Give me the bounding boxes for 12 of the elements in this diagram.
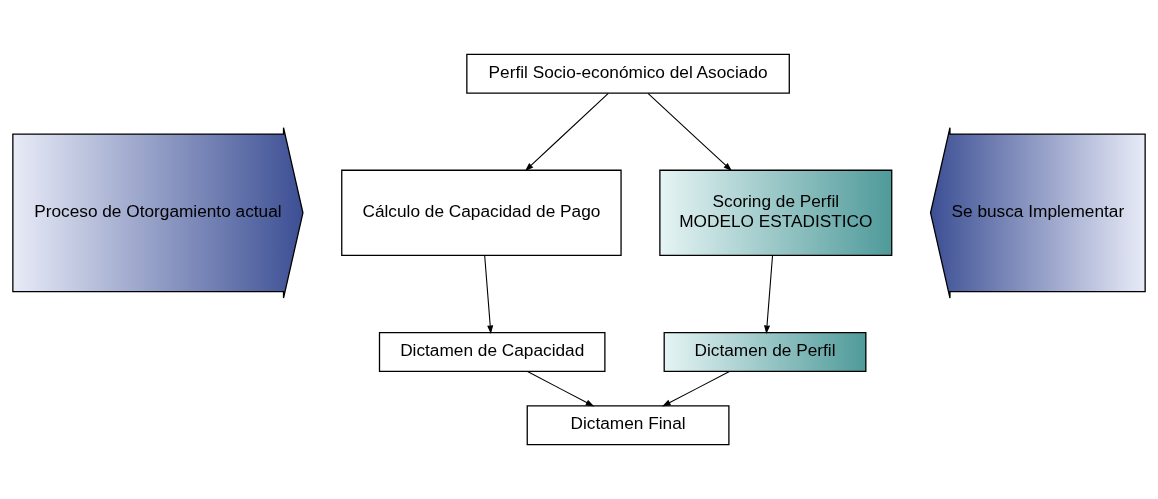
arrow: [647, 92, 732, 172]
node-box: Dictamen Final: [526, 405, 730, 446]
node-box: Scoring de Perfil MODELO ESTADISTICO: [659, 169, 893, 257]
arrow: [484, 255, 494, 335]
node-box: Cálculo de Capacidad de Pago: [341, 169, 622, 257]
arrow: [527, 371, 595, 407]
arrow: [764, 255, 774, 335]
node-box: Dictamen de Capacidad: [378, 331, 606, 372]
arrow: [662, 371, 730, 407]
node-box: Dictamen de Perfil: [663, 331, 867, 372]
arrow: [524, 92, 609, 172]
node-box: Perfil Socio-económico del Asociado: [466, 53, 790, 94]
